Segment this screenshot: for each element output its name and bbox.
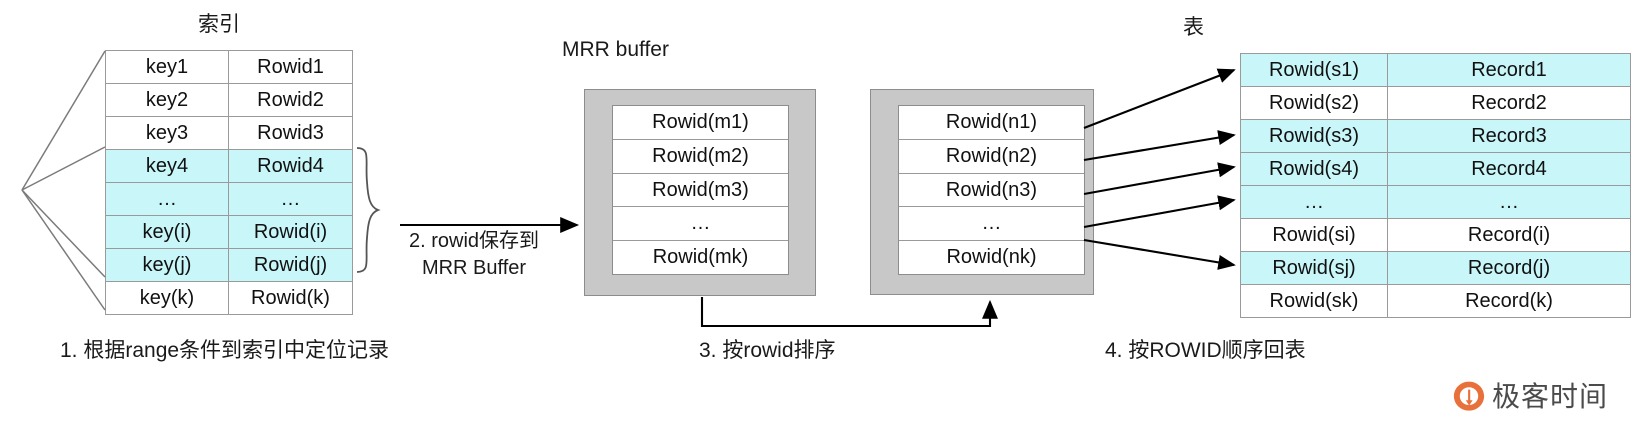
list-item: Rowid(m1) [613,106,788,140]
table-row: key1 Rowid1 [105,50,353,84]
data-rowid-cell: Rowid(s1) [1240,53,1388,87]
table-row: key(k) Rowid(k) [105,281,353,315]
data-rowid-cell: Rowid(s2) [1240,86,1388,120]
table-row: Rowid(s3) Record3 [1240,119,1631,153]
index-rowid-cell: Rowid2 [228,83,353,117]
data-rowid-cell: Rowid(sk) [1240,284,1388,318]
mrr-buffer-unsorted: Rowid(m1) Rowid(m2) Rowid(m3) … Rowid(mk… [584,89,816,296]
step-4-caption: 4. 按ROWID顺序回表 [1105,339,1306,362]
step-1-caption: 1. 根据range条件到索引中定位记录 [60,339,390,362]
index-fanout-lines [21,50,106,311]
data-record-cell: Record4 [1387,152,1631,186]
table-row: key3 Rowid3 [105,116,353,150]
mrr-buffer-unsorted-list: Rowid(m1) Rowid(m2) Rowid(m3) … Rowid(mk… [612,105,789,275]
step-2-caption: 2. rowid保存到 MRR Buffer [374,228,574,282]
table-row: … … [1240,185,1631,219]
data-table-title: 表 [1183,16,1204,39]
table-row: key(j) Rowid(j) [105,248,353,282]
data-record-cell: … [1387,185,1631,219]
data-record-cell: Record3 [1387,119,1631,153]
index-rowid-cell: Rowid1 [228,50,353,84]
list-item: … [613,207,788,242]
table-row: Rowid(s4) Record4 [1240,152,1631,186]
step-3-caption: 3. 按rowid排序 [699,339,836,362]
arrow-sort-rowids [700,297,998,328]
table-row: key2 Rowid2 [105,83,353,117]
data-record-cell: Record(i) [1387,218,1631,252]
index-rowid-cell: Rowid(k) [228,281,353,315]
list-item: Rowid(m3) [613,174,788,208]
data-record-cell: Record(k) [1387,284,1631,318]
mrr-buffer-sorted-list: Rowid(n1) Rowid(n2) Rowid(n3) … Rowid(nk… [898,105,1085,275]
data-rowid-cell: Rowid(si) [1240,218,1388,252]
list-item: Rowid(n2) [899,140,1084,174]
data-rowid-cell: … [1240,185,1388,219]
index-rowid-cell: Rowid(j) [228,248,353,282]
index-key-cell: key3 [105,116,229,150]
list-item: Rowid(n3) [899,174,1084,208]
table-row: Rowid(si) Record(i) [1240,218,1631,252]
index-key-cell: key(j) [105,248,229,282]
data-rowid-cell: Rowid(sj) [1240,251,1388,285]
index-rowid-cell: Rowid(i) [228,215,353,249]
brand-logo: 极客时间 [1452,378,1628,418]
brand-logo-text: 极客时间 [1492,380,1609,413]
index-key-cell: … [105,182,229,216]
index-key-cell: key(i) [105,215,229,249]
list-item: … [899,207,1084,242]
step-2-line-2: MRR Buffer [421,257,527,279]
table-row: key4 Rowid4 [105,149,353,183]
index-rowid-cell: Rowid3 [228,116,353,150]
geektime-logo-icon [1453,381,1485,411]
index-rowid-cell: … [228,182,353,216]
data-record-cell: Record2 [1387,86,1631,120]
arrows-buffer-to-table [1083,68,1236,270]
table-row: Rowid(sj) Record(j) [1240,251,1631,285]
index-key-cell: key(k) [105,281,229,315]
mrr-buffer-sorted: Rowid(n1) Rowid(n2) Rowid(n3) … Rowid(nk… [870,89,1094,295]
index-key-cell: key1 [105,50,229,84]
table-row: Rowid(sk) Record(k) [1240,284,1631,318]
list-item: Rowid(nk) [946,246,1037,269]
index-rowid-cell: Rowid4 [228,149,353,183]
table-row: Rowid(s2) Record2 [1240,86,1631,120]
table-row: key(i) Rowid(i) [105,215,353,249]
data-record-cell: Record(j) [1387,251,1631,285]
step-2-line-1: 2. rowid保存到 [408,230,540,252]
data-table: Rowid(s1) Record1 Rowid(s2) Record2 Rowi… [1240,53,1631,318]
list-item: Rowid(n1) [899,106,1084,140]
index-key-cell: key4 [105,149,229,183]
list-item: Rowid(m2) [613,140,788,174]
list-item: Rowid(mk) [652,246,749,269]
table-row: Rowid(s1) Record1 [1240,53,1631,87]
data-rowid-cell: Rowid(s3) [1240,119,1388,153]
index-title: 索引 [198,13,240,36]
table-row: … … [105,182,353,216]
data-record-cell: Record1 [1387,53,1631,87]
index-key-cell: key2 [105,83,229,117]
data-rowid-cell: Rowid(s4) [1240,152,1388,186]
mrr-buffer-title: MRR buffer [562,38,669,61]
index-table: key1 Rowid1 key2 Rowid2 key3 Rowid3 key4… [105,50,353,315]
